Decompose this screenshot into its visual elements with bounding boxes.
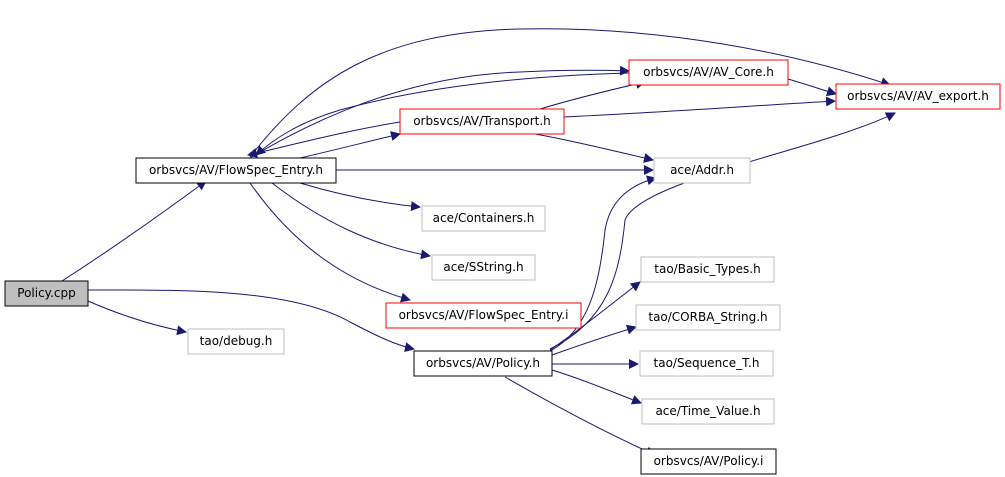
node-policy-cpp-label: Policy.cpp bbox=[17, 286, 75, 300]
edge-policy-cpp-to-policy-h bbox=[87, 289, 415, 353]
node-ace-addr-h-label: ace/Addr.h bbox=[670, 163, 734, 177]
node-ace-containers-h-label: ace/Containers.h bbox=[433, 211, 535, 225]
node-flowspec-entry-h[interactable]: orbsvcs/AV/FlowSpec_Entry.h bbox=[135, 157, 337, 184]
node-flowspec-entry-i-label: orbsvcs/AV/FlowSpec_Entry.i bbox=[399, 308, 569, 322]
node-ace-time-value-h: ace/Time_Value.h bbox=[641, 398, 775, 425]
node-ace-addr-h: ace/Addr.h bbox=[653, 157, 751, 184]
include-edges bbox=[61, 28, 896, 456]
edge-av-core-h-to-flowspec-entry-h bbox=[255, 72, 630, 156]
edge-flowspec-entry-h-to-av-export-h bbox=[249, 28, 891, 158]
node-policy-h[interactable]: orbsvcs/AV/Policy.h bbox=[413, 350, 553, 377]
edge-policy-h-to-av-export-h bbox=[549, 112, 896, 350]
node-flowspec-entry-h-label: orbsvcs/AV/FlowSpec_Entry.h bbox=[149, 163, 323, 177]
node-ace-containers-h: ace/Containers.h bbox=[421, 205, 546, 232]
edge-flowspec-entry-h-to-av-core-h bbox=[249, 65, 630, 159]
node-tao-sequence-t-h-label: tao/Sequence_T.h bbox=[654, 356, 760, 370]
edge-flowspec-entry-h-to-flowspec-entry-i bbox=[249, 182, 411, 303]
edge-transport-h-to-ace-addr-h bbox=[529, 132, 654, 163]
edge-policy-cpp-to-tao-debug-h bbox=[87, 300, 187, 336]
edge-flowspec-entry-h-to-ace-sstring-h bbox=[271, 182, 431, 260]
node-av-core-h[interactable]: orbsvcs/AV/AV_Core.h bbox=[628, 59, 789, 86]
node-av-export-h[interactable]: orbsvcs/AV/AV_export.h bbox=[835, 83, 1001, 110]
node-flowspec-entry-i[interactable]: orbsvcs/AV/FlowSpec_Entry.i bbox=[385, 302, 582, 329]
edge-transport-h-to-av-core-h bbox=[539, 79, 646, 110]
node-ace-time-value-h-label: ace/Time_Value.h bbox=[655, 404, 760, 418]
node-policy-i-label: orbsvcs/AV/Policy.i bbox=[654, 454, 764, 468]
node-av-export-h-label: orbsvcs/AV/AV_export.h bbox=[847, 89, 989, 103]
node-tao-sequence-t-h: tao/Sequence_T.h bbox=[639, 350, 774, 377]
edge-policy-h-to-policy-i bbox=[504, 376, 656, 456]
node-policy-cpp: Policy.cpp bbox=[4, 280, 89, 307]
node-tao-basic-types-h-label: tao/Basic_Types.h bbox=[654, 262, 760, 276]
node-transport-h-label: orbsvcs/AV/Transport.h bbox=[413, 114, 551, 128]
edge-transport-h-to-av-export-h bbox=[563, 96, 836, 118]
node-tao-debug-h: tao/debug.h bbox=[187, 328, 285, 355]
edge-flowspec-entry-h-to-ace-containers-h bbox=[299, 182, 421, 212]
include-nodes: Policy.cpp orbsvcs/AV/FlowSpec_Entry.h t… bbox=[4, 59, 1001, 475]
edge-transport-h-to-flowspec-entry-h bbox=[247, 121, 401, 158]
node-policy-i[interactable]: orbsvcs/AV/Policy.i bbox=[640, 448, 777, 475]
edge-policy-cpp-to-flowspec-entry-h bbox=[61, 180, 207, 282]
node-tao-basic-types-h: tao/Basic_Types.h bbox=[640, 256, 775, 283]
node-av-core-h-label: orbsvcs/AV/AV_Core.h bbox=[643, 65, 774, 79]
node-transport-h[interactable]: orbsvcs/AV/Transport.h bbox=[399, 108, 565, 135]
node-tao-corba-string-h-label: tao/CORBA_String.h bbox=[648, 310, 767, 324]
edge-policy-h-to-tao-corba-string-h bbox=[551, 324, 637, 356]
edge-av-core-h-to-av-export-h bbox=[787, 78, 837, 97]
edge-policy-h-to-ace-time-value-h bbox=[551, 369, 642, 405]
node-tao-debug-h-label: tao/debug.h bbox=[200, 334, 273, 348]
edge-policy-h-to-tao-basic-types-h bbox=[549, 281, 641, 351]
edge-flowspec-entry-h-to-transport-h bbox=[299, 131, 401, 159]
node-policy-h-label: orbsvcs/AV/Policy.h bbox=[426, 356, 540, 370]
node-ace-sstring-h: ace/SString.h bbox=[431, 254, 536, 281]
node-tao-corba-string-h: tao/CORBA_String.h bbox=[635, 304, 781, 331]
node-ace-sstring-h-label: ace/SString.h bbox=[443, 260, 523, 274]
